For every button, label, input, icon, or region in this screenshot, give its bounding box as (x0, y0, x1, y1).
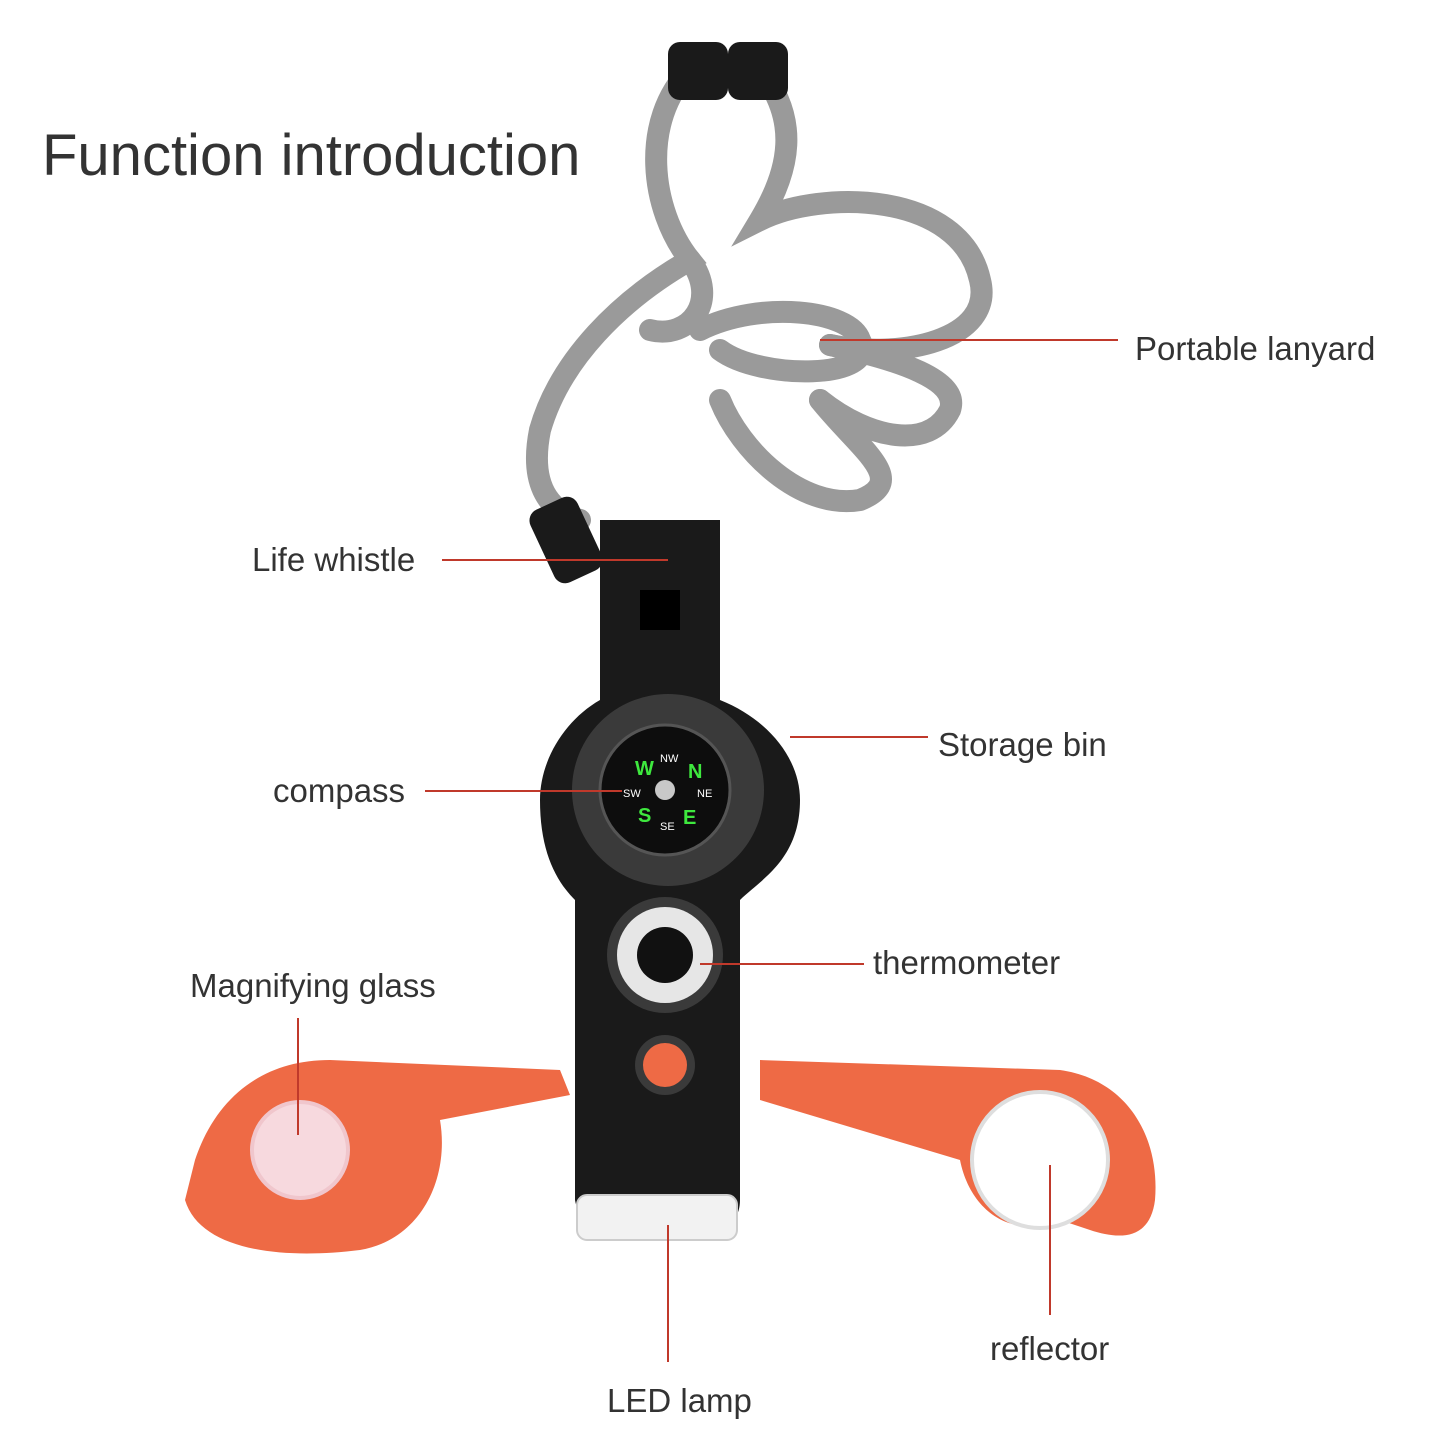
compass-mark-se: SE (660, 821, 675, 833)
compass-mark-nw: NW (660, 753, 679, 765)
page-title: Function introduction (42, 123, 581, 188)
compass-mark-sw: SW (623, 788, 641, 800)
compass-mark-s: S (638, 805, 651, 827)
label-compass: compass (273, 772, 406, 809)
thermometer-dial (607, 897, 723, 1013)
leader-lines (297, 339, 1118, 1362)
label-storage-bin: Storage bin (938, 726, 1107, 763)
compass-mark-n: N (688, 761, 702, 783)
lanyard-stopper (668, 42, 728, 100)
label-led-lamp: LED lamp (607, 1382, 752, 1419)
lanyard (525, 59, 993, 531)
lanyard-clip (529, 496, 603, 584)
label-life-whistle: Life whistle (252, 541, 416, 578)
reflector-mirror (970, 1090, 1110, 1230)
magnifying-glass-lens (250, 1100, 350, 1200)
compass-mark-e: E (683, 807, 696, 829)
label-thermometer: thermometer (873, 944, 1061, 981)
led-button (635, 1035, 695, 1095)
lanyard-stopper (728, 42, 788, 100)
label-magnifying-glass: Magnifying glass (190, 967, 436, 1004)
compass-mark-ne: NE (697, 788, 712, 800)
compass-mark-w: W (635, 758, 654, 780)
label-reflector: reflector (990, 1330, 1110, 1367)
label-portable-lanyard: Portable lanyard (1135, 330, 1376, 367)
